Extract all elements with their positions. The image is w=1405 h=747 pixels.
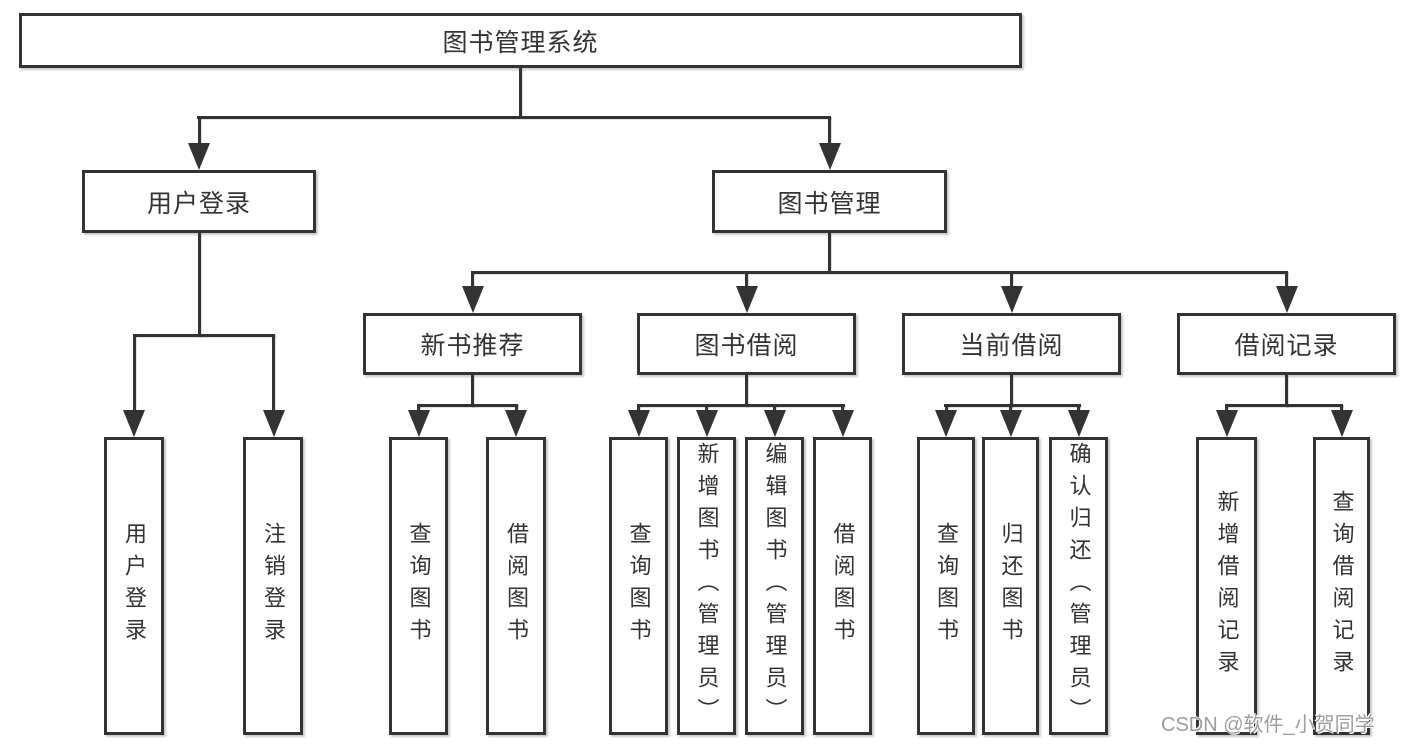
node-label: 编辑图书（管理员） (762, 442, 788, 730)
leaf-query-books-borrowing: 查询图书 (609, 437, 668, 735)
arrowhead (735, 286, 758, 313)
node-label: 查询图书 (626, 522, 652, 650)
node-new-book-recommendation: 新书推荐 (363, 313, 582, 375)
connector-line (745, 271, 748, 288)
connector-line (471, 271, 474, 288)
node-label: 注销登录 (261, 522, 286, 650)
arrowhead (818, 143, 841, 170)
arrowhead (627, 410, 650, 437)
connector-line (1340, 404, 1343, 414)
node-label: 用户登录 (122, 522, 147, 650)
leaf-query-books-recommend: 查询图书 (389, 437, 448, 735)
arrowhead (505, 410, 527, 437)
arrowhead (1215, 410, 1238, 437)
connector-line (1285, 375, 1288, 407)
connector-line (1077, 404, 1080, 414)
arrowhead (999, 410, 1022, 437)
connector-line (1225, 404, 1343, 407)
connector-line (1009, 404, 1012, 414)
connector-line (828, 233, 831, 273)
connector-line (745, 375, 748, 407)
node-label: 用户登录 (146, 189, 251, 218)
connector-line (519, 68, 522, 116)
node-label: 查询图书 (934, 522, 959, 650)
connector-line (417, 404, 518, 407)
leaf-borrow-books-recommend: 借阅图书 (486, 437, 546, 735)
watermark: CSDN @软件_小贺同学 (1161, 714, 1375, 736)
connector-line (828, 116, 831, 146)
connector-line (637, 404, 640, 414)
leaf-logout: 注销登录 (243, 437, 303, 735)
node-label: 图书管理 (777, 189, 882, 218)
leaf-confirm-return-admin: 确认归还（管理员） (1049, 437, 1108, 735)
node-label: 归还图书 (998, 522, 1024, 650)
arrowhead (188, 143, 210, 170)
arrowhead (123, 410, 145, 437)
connector-line (514, 404, 518, 414)
node-label: 借阅图书 (504, 522, 529, 650)
connector-line (1225, 404, 1228, 414)
node-label: 借阅图书 (830, 522, 856, 650)
node-label: 图书借阅 (694, 332, 799, 360)
connector-line (705, 404, 708, 414)
node-root-library-system: 图书管理系统 (19, 13, 1022, 68)
node-book-borrowing: 图书借阅 (637, 313, 856, 375)
connector-line (1285, 271, 1288, 288)
connector-line (132, 334, 136, 412)
leaf-return-books: 归还图书 (982, 437, 1039, 735)
connector-line (471, 271, 1288, 274)
arrowhead (695, 410, 718, 437)
arrowhead (262, 410, 285, 437)
node-label: 查询借阅记录 (1329, 490, 1355, 682)
node-label: 当前借阅 (959, 332, 1064, 360)
connector-line (197, 116, 201, 146)
leaf-borrow-books-borrowing: 借阅图书 (813, 437, 872, 735)
connector-line (773, 404, 776, 414)
leaf-query-borrow-record: 查询借阅记录 (1313, 437, 1370, 735)
connector-line (132, 334, 275, 337)
connector-line (841, 404, 844, 414)
leaf-edit-books-admin: 编辑图书（管理员） (745, 437, 804, 735)
arrowhead (461, 286, 484, 313)
node-current-borrowing: 当前借阅 (902, 313, 1121, 375)
node-borrowing-records: 借阅记录 (1177, 313, 1396, 375)
connector-line (637, 404, 845, 407)
leaf-user-login: 用户登录 (104, 437, 164, 735)
arrowhead (1330, 410, 1353, 437)
node-label: 新增借阅记录 (1214, 490, 1240, 682)
node-label: 新书推荐 (420, 332, 525, 360)
connector-line (272, 334, 275, 412)
node-user-login: 用户登录 (82, 170, 316, 233)
connector-line (1010, 375, 1013, 407)
leaf-query-books-current: 查询图书 (917, 437, 975, 735)
connector-line (471, 375, 474, 407)
leaf-add-borrow-record: 新增借阅记录 (1196, 437, 1257, 735)
node-label: 查询图书 (406, 522, 432, 650)
arrowhead (1000, 286, 1023, 313)
connector-line (944, 404, 948, 414)
node-label: 新增图书（管理员） (694, 442, 720, 730)
connector-line (197, 116, 831, 119)
connector-line (417, 404, 420, 414)
arrowhead (1067, 410, 1090, 437)
node-label: 借阅记录 (1234, 332, 1339, 360)
node-book-management: 图书管理 (712, 170, 947, 233)
arrowhead (831, 410, 854, 437)
connector-line (944, 404, 1081, 407)
arrowhead (763, 410, 786, 437)
connector-line (197, 233, 201, 337)
connector-line (1010, 271, 1013, 288)
node-label: 图书管理系统 (442, 28, 599, 57)
node-label: 确认归还（管理员） (1066, 442, 1092, 730)
leaf-add-books-admin: 新增图书（管理员） (677, 437, 736, 735)
arrowhead (407, 410, 430, 437)
arrowhead (935, 410, 957, 437)
arrowhead (1275, 286, 1298, 313)
